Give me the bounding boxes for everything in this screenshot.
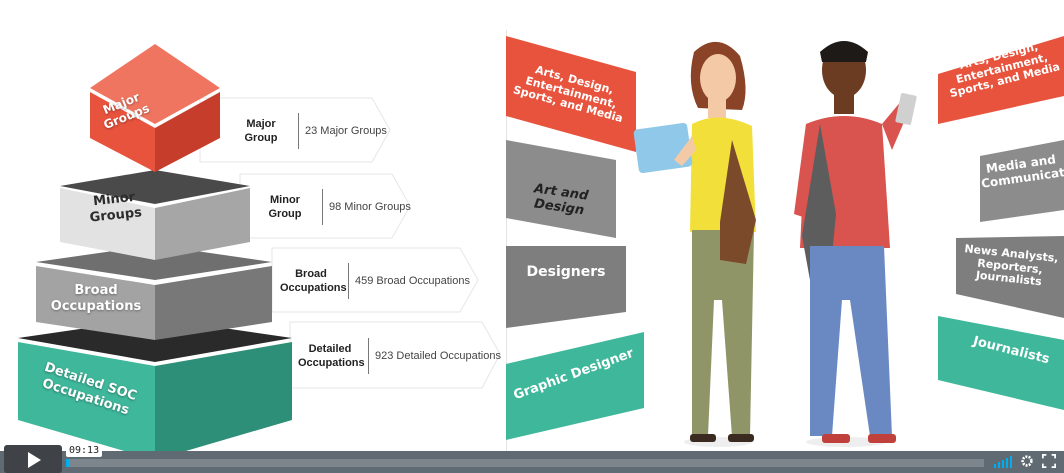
callout-major: Major Group 23 Major Groups [230, 100, 387, 162]
callout-divider [368, 338, 369, 374]
video-frame[interactable]: Major Groups Minor Groups Broad Occupati… [0, 0, 1064, 451]
play-icon [28, 452, 41, 468]
settings-gear-icon[interactable] [1020, 454, 1034, 468]
section-divider [506, 30, 507, 451]
callout-major-label: Major Group [244, 117, 278, 144]
hierarchy-graphic [18, 44, 501, 451]
left-ribbon-1 [506, 36, 636, 152]
callout-detailed-value: 923 Detailed Occupations [375, 350, 501, 362]
left-ribbon-4 [506, 332, 644, 440]
callout-minor: Minor Group 98 Minor Groups [254, 176, 411, 238]
callout-divider [322, 189, 323, 225]
fullscreen-icon[interactable] [1042, 454, 1056, 468]
callout-minor-value: 98 Minor Groups [329, 201, 411, 213]
woman-illustration [633, 41, 756, 447]
progress-bar[interactable] [66, 459, 984, 467]
callout-broad: Broad Occupations 459 Broad Occupations [280, 250, 470, 312]
tier-minor [60, 170, 250, 260]
callout-broad-label: Broad Occupations [280, 267, 347, 294]
left-ribbon-3-label: Designers [526, 264, 606, 280]
player-controls: 09:13 [0, 444, 1064, 473]
right-ribbon-4 [938, 316, 1064, 410]
callout-detailed-label: Detailed Occupations [298, 342, 365, 369]
callout-divider [348, 263, 349, 299]
volume-icon[interactable] [994, 455, 1012, 468]
tier-major [90, 44, 220, 172]
tier-broad [36, 245, 272, 340]
callout-arrow-major [199, 97, 391, 163]
right-ribbon-1 [938, 36, 1064, 124]
tier-broad-label: Broad Occupations [50, 283, 142, 314]
right-ribbon-2 [980, 140, 1064, 222]
callout-broad-value: 459 Broad Occupations [355, 275, 470, 287]
time-display: 09:13 [66, 444, 103, 457]
callout-major-value: 23 Major Groups [305, 125, 387, 137]
callout-divider [298, 113, 299, 149]
play-button[interactable] [4, 445, 62, 473]
left-ribbon-2 [506, 140, 616, 238]
progress-fill [66, 459, 69, 467]
left-ribbon-3 [506, 246, 626, 328]
career-path-graphic [506, 36, 1064, 447]
callout-minor-label: Minor Group [268, 193, 302, 220]
right-ribbon-3 [956, 236, 1064, 318]
callout-detailed: Detailed Occupations 923 Detailed Occupa… [298, 325, 501, 387]
man-illustration [794, 41, 917, 447]
